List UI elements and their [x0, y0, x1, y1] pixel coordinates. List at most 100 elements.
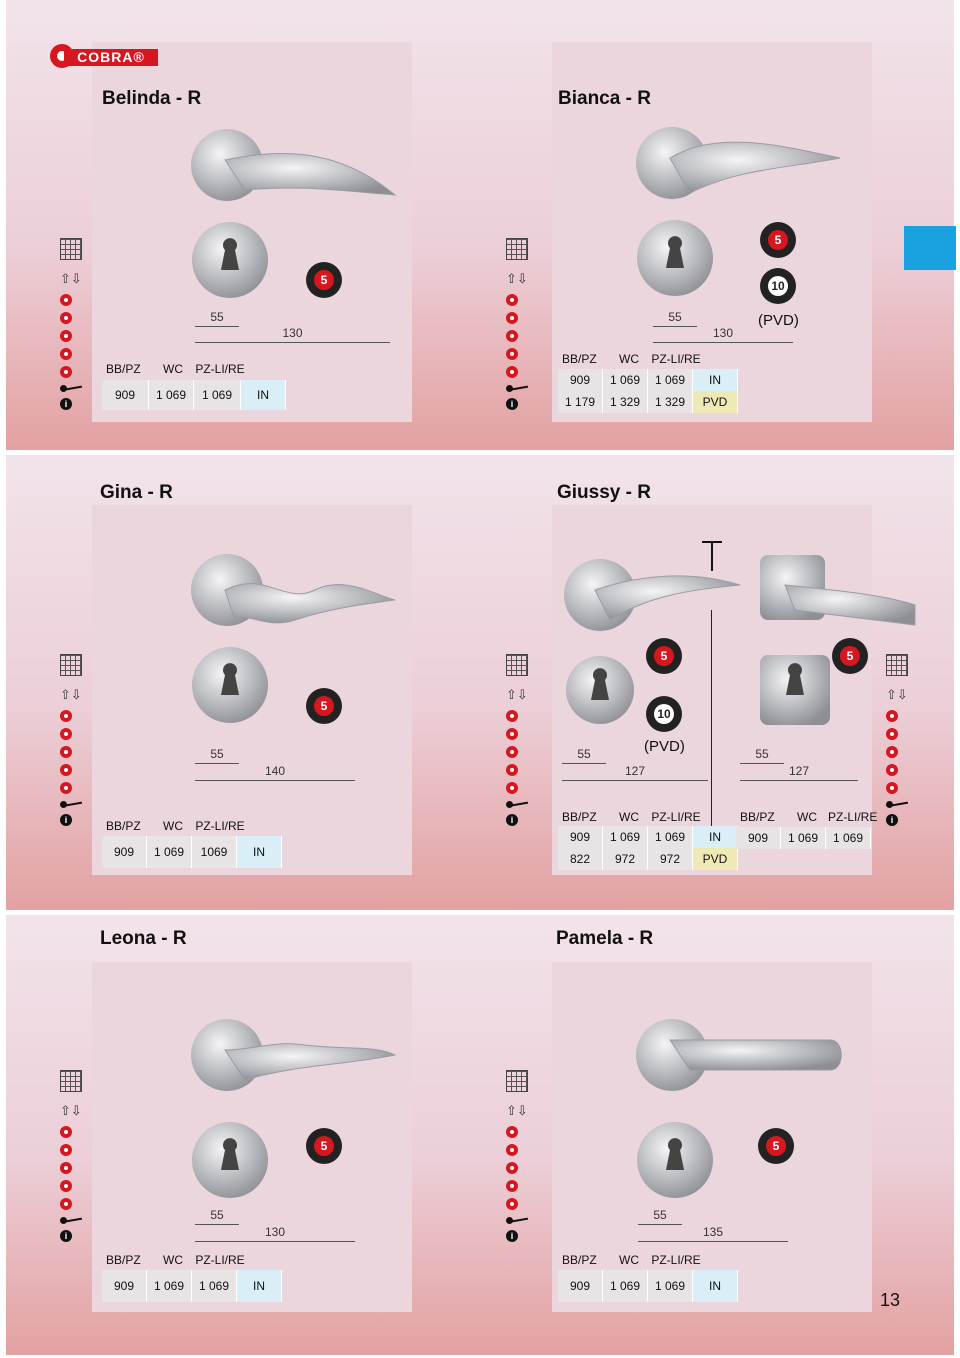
cobra-c-icon [506, 294, 518, 306]
key-icon [506, 1216, 528, 1224]
cobra-c-icon [886, 782, 898, 794]
cobra-c-icon [60, 710, 72, 722]
door-direction-icon: ⇧⇩ [60, 687, 82, 702]
feature-icons: ⇧⇩ i [60, 654, 86, 826]
dimension-large: 140 [195, 764, 355, 781]
grid-icon [60, 1070, 82, 1092]
pvd-note: (PVD) [644, 738, 685, 755]
logo-text: COBRA® [64, 49, 158, 66]
dimension-55: 55 [195, 310, 239, 327]
info-icon: i [506, 1230, 518, 1242]
key-icon [506, 800, 528, 808]
dimension-large: 130 [653, 326, 793, 343]
dimension-55: 55 [638, 1208, 682, 1225]
cobra-c-icon [506, 1162, 518, 1174]
key-icon [506, 384, 528, 392]
guarantee-badge-icon: 5 [832, 638, 868, 674]
cobra-c-icon [60, 294, 72, 306]
cobra-c-icon [506, 366, 518, 378]
product-title: Giussy - R [557, 482, 651, 503]
dimension-55: 55 [562, 747, 606, 764]
cobra-c-icon [506, 1144, 518, 1156]
t-divider-icon [702, 541, 722, 571]
guarantee-badge-icon: 5 [306, 688, 342, 724]
handle-illustration [191, 1019, 397, 1198]
info-icon: i [506, 398, 518, 410]
info-icon: i [506, 814, 518, 826]
variant-divider [711, 610, 712, 870]
grid-icon [60, 654, 82, 676]
key-icon [886, 800, 908, 808]
cobra-c-icon [506, 1180, 518, 1192]
grid-icon [506, 654, 528, 676]
dimension-55: 55 [195, 1208, 239, 1225]
door-direction-icon: ⇧⇩ [886, 687, 908, 702]
cobra-c-icon [506, 764, 518, 776]
key-icon [60, 1216, 82, 1224]
feature-icons: ⇧⇩ i [506, 1070, 532, 1242]
cobra-c-icon [60, 764, 72, 776]
cobra-c-icon [506, 1126, 518, 1138]
product-title: Bianca - R [558, 88, 651, 109]
feature-icons: ⇧⇩ i [506, 654, 532, 826]
dimension-55: 55 [740, 747, 784, 764]
cobra-c-icon [506, 728, 518, 740]
key-icon [60, 800, 82, 808]
dimension-55: 55 [195, 747, 239, 764]
cobra-c-icon [60, 1180, 72, 1192]
handle-illustration [636, 1019, 842, 1198]
dimension-55: 55 [653, 310, 697, 327]
cobra-c-icon [506, 312, 518, 324]
pvd-note: (PVD) [758, 312, 799, 329]
handle-illustration [191, 129, 397, 298]
cobra-c-icon [60, 728, 72, 740]
cobra-c-icon [506, 710, 518, 722]
cobra-c-icon [60, 1198, 72, 1210]
cobra-c-icon [60, 1126, 72, 1138]
handle-illustration [564, 559, 741, 724]
feature-icons: ⇧⇩ i [60, 1070, 86, 1242]
product-panel [552, 962, 872, 1312]
dimension-large: 130 [195, 326, 390, 343]
cobra-c-icon [60, 1144, 72, 1156]
guarantee-badge-icon: 5 [306, 1128, 342, 1164]
page-number: 13 [880, 1290, 901, 1310]
product-title: Pamela - R [556, 928, 654, 949]
cobra-c-icon [60, 312, 72, 324]
door-direction-icon: ⇧⇩ [506, 271, 528, 286]
cobra-c-icon [506, 1198, 518, 1210]
handle-illustration [760, 555, 916, 725]
cobra-logo: COBRA® [50, 44, 160, 70]
info-icon: i [60, 1230, 72, 1242]
cobra-c-icon [886, 728, 898, 740]
feature-icons: ⇧⇩ i [886, 654, 912, 826]
info-icon: i [886, 814, 898, 826]
grid-icon [60, 238, 82, 260]
cobra-c-icon [506, 782, 518, 794]
cobra-c-icon [506, 746, 518, 758]
handle-illustration [636, 127, 841, 296]
cobra-c-icon [886, 764, 898, 776]
dimension-large: 135 [638, 1225, 788, 1242]
dimension-large: 130 [195, 1225, 355, 1242]
info-icon: i [60, 814, 72, 826]
cobra-c-icon [60, 348, 72, 360]
cobra-c-icon [60, 366, 72, 378]
info-icon: i [60, 398, 72, 410]
guarantee-badge-icon: 5 [646, 638, 682, 674]
